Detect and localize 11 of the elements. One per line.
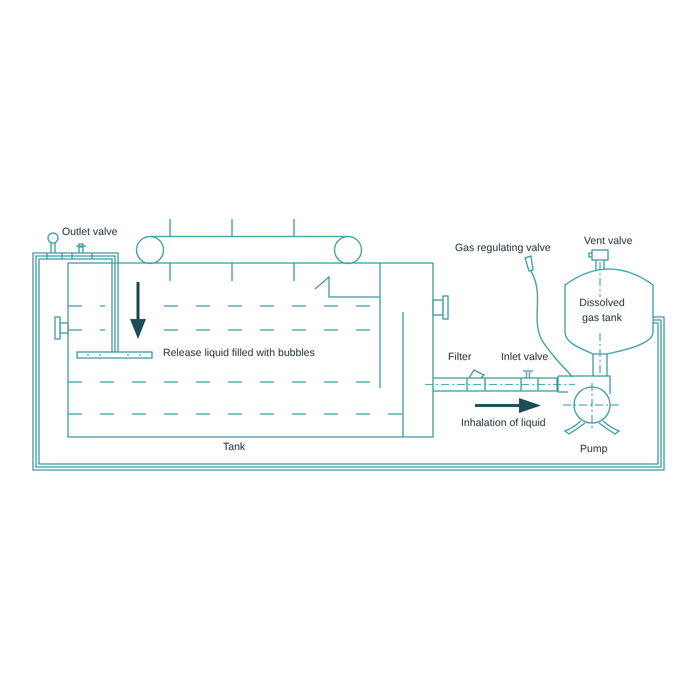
flow-label: Inhalation of liquid bbox=[461, 417, 546, 429]
part-label: Pump bbox=[580, 443, 608, 455]
part-label: Inlet valve bbox=[501, 351, 548, 363]
part-label: Filter bbox=[448, 351, 472, 363]
vessel-label: Dissolved gas tank bbox=[578, 296, 626, 326]
part-label: Gas regulating valve bbox=[455, 242, 551, 254]
pressure-vessel bbox=[565, 266, 653, 354]
part-label: Vent valve bbox=[584, 235, 632, 247]
part-label: Tank bbox=[223, 441, 246, 453]
flow-label: Release liquid filled with bubbles bbox=[163, 347, 315, 359]
part-label: Outlet valve bbox=[62, 226, 118, 238]
